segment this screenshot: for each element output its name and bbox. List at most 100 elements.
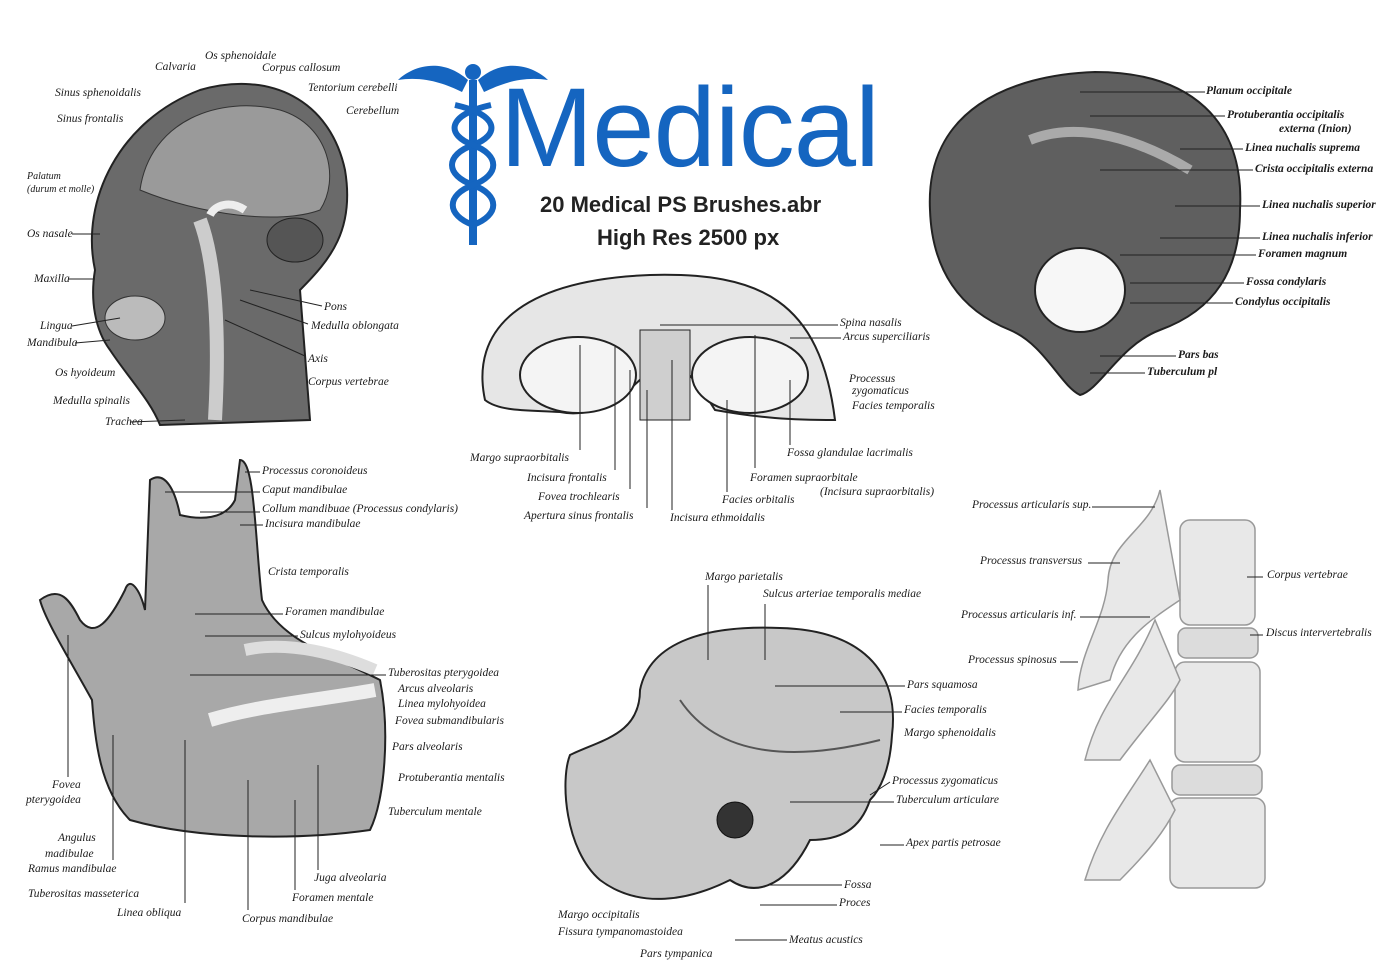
label: Sinus sphenoidalis bbox=[55, 87, 141, 99]
label: Arcus alveolaris bbox=[398, 683, 474, 695]
label: Meatus acustics bbox=[789, 934, 863, 946]
label: pterygoidea bbox=[26, 794, 81, 806]
label: (Incisura supraorbitalis) bbox=[820, 486, 935, 498]
label: Processus transversus bbox=[980, 555, 1083, 567]
vertebrae-illustration bbox=[1077, 489, 1266, 889]
subtitle: 20 Medical PS Brushes.abr bbox=[540, 192, 822, 217]
label: Pars bas bbox=[1178, 349, 1219, 361]
label: Fossa condylaris bbox=[1246, 276, 1327, 288]
label: Os nasale bbox=[27, 228, 73, 240]
label: Margo occipitalis bbox=[558, 909, 640, 921]
label: Tuberculum mentale bbox=[388, 806, 482, 818]
label: (durum et molle) bbox=[27, 184, 95, 195]
label: Medulla oblongata bbox=[311, 320, 399, 332]
label: Palatum bbox=[27, 171, 61, 182]
label: Calvaria bbox=[155, 61, 196, 73]
caduceus-icon bbox=[398, 64, 548, 245]
label: Arcus superciliaris bbox=[843, 331, 930, 343]
label: Corpus vertebrae bbox=[1267, 569, 1348, 581]
label: Axis bbox=[308, 353, 328, 365]
label: Sulcus arteriae temporalis mediae bbox=[763, 588, 922, 600]
label: Collum mandibuae (Processus condylaris) bbox=[262, 503, 459, 515]
label: Incisura frontalis bbox=[527, 472, 607, 484]
label: Linea nuchalis suprema bbox=[1245, 142, 1361, 154]
label: Apertura sinus frontalis bbox=[524, 510, 634, 522]
label: Medulla spinalis bbox=[53, 395, 130, 407]
label: Corpus mandibulae bbox=[242, 913, 334, 925]
label: Crista temporalis bbox=[268, 566, 349, 578]
label: Processus bbox=[849, 373, 896, 385]
label: externa (Inion) bbox=[1279, 123, 1352, 135]
label: Crista occipitalis externa bbox=[1255, 163, 1374, 175]
label: Processus articularis inf. bbox=[961, 609, 1077, 621]
label: Corpus callosum bbox=[262, 62, 341, 74]
temporal-bone-illustration bbox=[564, 626, 894, 900]
label: Planum occipitale bbox=[1206, 85, 1292, 97]
label: Apex partis petrosae bbox=[906, 837, 1001, 849]
page-title: Medical bbox=[500, 65, 880, 190]
label: Facies temporalis bbox=[904, 704, 987, 716]
label: Fovea submandibularis bbox=[395, 715, 504, 727]
label: Tuberculum pl bbox=[1147, 366, 1218, 378]
label: Linea nuchalis superior bbox=[1262, 199, 1376, 211]
head-sagittal-illustration bbox=[90, 82, 349, 427]
label: Sinus frontalis bbox=[57, 113, 124, 125]
label: Ramus mandibulae bbox=[28, 863, 117, 875]
label: Proces bbox=[839, 897, 871, 909]
label: Fissura tympanomastoidea bbox=[558, 926, 683, 938]
label: Lingua bbox=[40, 320, 73, 332]
resolution-text: High Res 2500 px bbox=[597, 225, 780, 250]
label: Os sphenoidale bbox=[205, 50, 277, 62]
label: Fossa glandulae lacrimalis bbox=[787, 447, 913, 459]
leader-lines bbox=[67, 91, 1263, 941]
label: Tuberositas pterygoidea bbox=[388, 667, 500, 679]
label: Processus zygomaticus bbox=[892, 775, 998, 787]
label: Processus articularis sup. bbox=[972, 499, 1092, 511]
label: Caput mandibulae bbox=[262, 484, 348, 496]
label: Foramen mentale bbox=[292, 892, 374, 904]
label: Linea nuchalis inferior bbox=[1262, 231, 1373, 243]
label: Incisura mandibulae bbox=[265, 518, 361, 530]
label: Pars squamosa bbox=[907, 679, 978, 691]
label: Facies orbitalis bbox=[722, 494, 795, 506]
label: Linea obliqua bbox=[117, 907, 182, 919]
label: Foramen magnum bbox=[1258, 248, 1348, 260]
label: Foramen mandibulae bbox=[285, 606, 385, 618]
label: Margo parietalis bbox=[705, 571, 783, 583]
label: Mandibula bbox=[27, 337, 78, 349]
frontal-bone-illustration bbox=[481, 273, 837, 422]
label: Tuberculum articulare bbox=[896, 794, 999, 806]
label: Fossa bbox=[844, 879, 872, 891]
label: Linea mylohyoidea bbox=[398, 698, 486, 710]
label: Foramen supraorbitale bbox=[750, 472, 858, 484]
label: Processus spinosus bbox=[968, 654, 1057, 666]
label: Facies temporalis bbox=[852, 400, 935, 412]
label: Pars tympanica bbox=[640, 948, 713, 960]
label: Juga alveolaria bbox=[314, 872, 387, 884]
label: Protuberantia occipitalis bbox=[1227, 109, 1345, 121]
label: Margo sphenoidalis bbox=[904, 727, 996, 739]
label: zygomaticus bbox=[852, 385, 909, 397]
label: Corpus vertebrae bbox=[308, 376, 389, 388]
label: Processus coronoideus bbox=[262, 465, 368, 477]
occipital-bone-illustration bbox=[928, 70, 1242, 397]
label: Condylus occipitalis bbox=[1235, 296, 1331, 308]
label: Fovea trochlearis bbox=[538, 491, 620, 503]
mandible-illustration bbox=[38, 458, 387, 838]
label: Angulus bbox=[58, 832, 96, 844]
label: Pons bbox=[324, 301, 347, 313]
label: Margo supraorbitalis bbox=[470, 452, 569, 464]
label: Maxilla bbox=[34, 273, 70, 285]
label: Tentorium cerebelli bbox=[308, 82, 398, 94]
label: Sulcus mylohyoideus bbox=[300, 629, 397, 641]
label: Incisura ethmoidalis bbox=[670, 512, 765, 524]
label: madibulae bbox=[45, 848, 94, 860]
label: Os hyoideum bbox=[55, 367, 116, 379]
label: Cerebellum bbox=[346, 105, 400, 117]
label: Discus intervertebralis bbox=[1266, 627, 1372, 639]
label: Spina nasalis bbox=[840, 317, 902, 329]
label: Fovea bbox=[52, 779, 81, 791]
label: Pars alveolaris bbox=[392, 741, 463, 753]
